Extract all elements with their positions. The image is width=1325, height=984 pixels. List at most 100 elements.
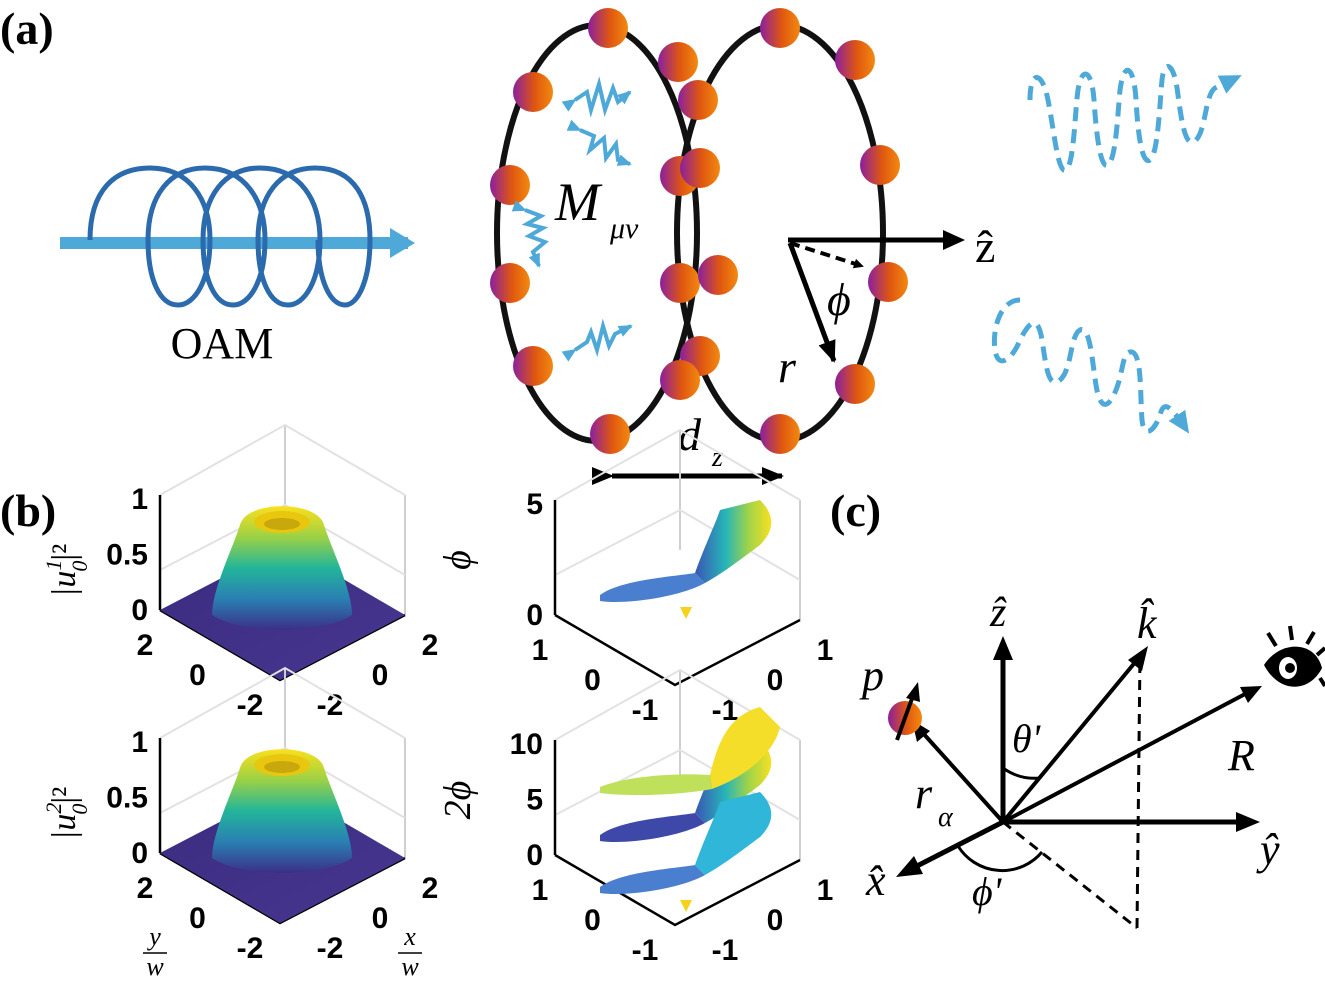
z-tick-label: 0.5 [106,782,148,815]
z-label-sub: 0 [67,804,92,815]
y-tick-label: -2 [237,932,264,965]
x-tick-label: 1 [817,874,834,907]
donut-hole-inner [264,761,300,773]
phi-direction [789,241,864,269]
photon-squiggles [511,76,633,362]
phase-ribbon-high [695,500,772,583]
x-tick-label: 0 [767,664,784,697]
z-tick-label: 1 [131,483,148,516]
x-tick-label: 0 [372,659,389,692]
phase-ribbon-top [600,774,712,796]
z-tick-label: 0 [526,599,543,632]
coupling-subscript: μν [609,212,639,245]
y-axis-label-den: w [146,952,164,981]
y-tick-label: 0 [584,904,601,937]
squiggle [566,119,632,166]
squiggle [561,318,633,362]
z-label-sup: 2 [41,803,66,814]
y-tick-label: -2 [237,689,264,722]
coupling-label: M [554,172,603,232]
c-k-vector [1001,658,1139,824]
atom [490,263,530,303]
y-tick-label: 0 [584,664,601,697]
y-tick-label: 0 [189,902,206,935]
atom [660,263,700,303]
plot-axes [554,613,801,687]
z-label-text: 2ϕ [437,781,479,820]
z-axis-label: ϕ [437,550,479,570]
z-tick-label: 5 [526,488,543,521]
atom [680,148,720,188]
atom [868,262,908,302]
panel-label-a: (a) [0,3,54,54]
x-axis-label-num: x [403,922,416,951]
singularity-tip [680,900,692,912]
c-p-label: p⃗ [859,651,918,700]
atom [860,145,900,185]
oam-label: OAM [171,319,274,368]
surface-donut [212,749,352,873]
singularity-tip [680,607,692,619]
emitted-waves [991,64,1242,434]
r-label: r [778,341,797,392]
x-tick-label: 1 [817,634,834,667]
y-tick-label: 1 [532,874,549,907]
phi-arc [956,845,1044,873]
z-label-sup: 1 [41,560,66,571]
z-label-text: ϕ [437,550,479,570]
theta-label: θ' [1012,716,1042,761]
c-r-alpha-vector [920,730,1005,824]
x-tick-label: 2 [422,629,439,662]
z-label-main: |u [46,571,83,597]
c-vertical-drop-line [1135,654,1142,929]
atoms [490,8,908,454]
c-x-arrowhead [896,856,923,877]
x-tick-label: -2 [317,932,344,965]
atom [588,8,628,48]
y-tick-label: -1 [632,694,659,727]
y-tick-label: -1 [632,934,659,967]
panel-b-plots: 10.5020-220-2|u10|²5010-110-1ϕ10.5020-22… [41,423,834,981]
oam-beam: OAM [60,165,415,368]
c-projection-line [1002,820,1138,930]
z-label-text: |u10|² [41,544,92,597]
y-tick-label: 0 [189,659,206,692]
z-tick-label: 1 [131,726,148,759]
eye-icon [1264,625,1325,688]
c-z-arrowhead [993,636,1013,660]
x-tick-label: -1 [712,694,739,727]
c-r-label: r⃗ [915,769,966,818]
atom [658,42,698,82]
phase-ribbon-low [600,813,705,843]
z-axis-label: ẑ [975,221,995,272]
c-x-label: x̂ [865,856,886,905]
y-axis-label-num: y [146,922,161,951]
z-label-end: |² [46,544,83,561]
phase-ribbon-top-rise [710,707,780,789]
phase-ribbon-low [600,573,705,603]
z-label-end: |² [46,787,83,804]
c-r-subscript: α [938,802,954,833]
dz-subscript: z [711,442,723,473]
x-tick-label: 2 [422,872,439,905]
plot-gridlines [554,428,801,581]
c-R-arrowhead [1240,686,1262,703]
z-label-sub: 0 [67,561,92,572]
atom [760,414,800,454]
c-y-label: ŷ [1256,825,1280,874]
panel-label-c: (c) [830,485,881,536]
x-tick-label: -1 [712,934,739,967]
wave-lower [991,297,1191,434]
z-label-text: |u20|² [41,787,92,840]
atom [835,364,875,404]
z-label-main: |u [46,814,83,840]
c-R-label: R⃗ [1227,731,1289,780]
y-tick-label: 1 [532,634,549,667]
z-tick-label: 0 [131,594,148,627]
z-axis-label: 2ϕ [437,781,479,820]
atom [678,80,718,120]
